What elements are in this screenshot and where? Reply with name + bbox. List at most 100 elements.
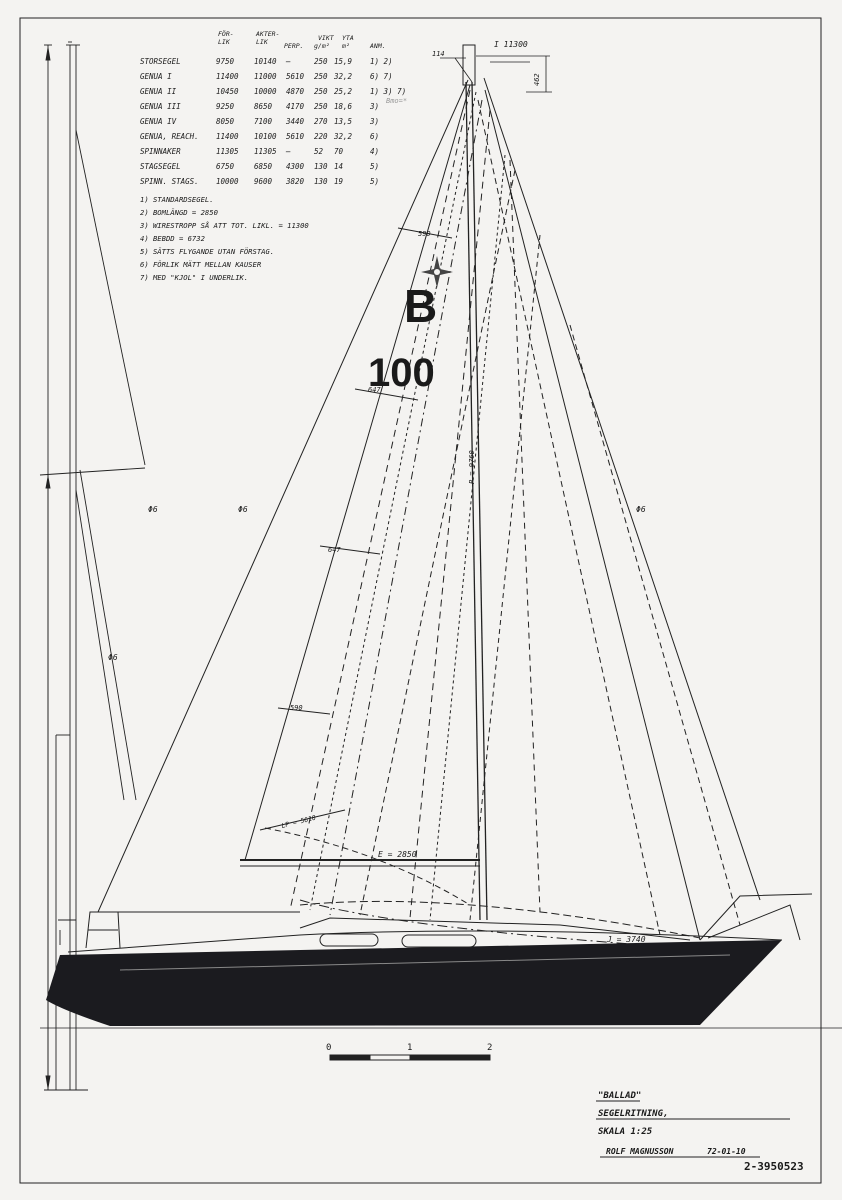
sail-table-cell-forlik: 11305 [216, 147, 239, 156]
wire-label-left-lower: Φ6 [108, 653, 118, 662]
sail-table-cell-anm: 6) [370, 132, 379, 141]
header-vikt-unit: g/m² [314, 42, 330, 50]
sheet-border [19, 17, 822, 1184]
sail-table-cell-vikt: 220 [314, 132, 328, 141]
sail-table-cell-perp: — [285, 147, 291, 156]
sail-table-cell-yta: 32,2 [333, 132, 353, 141]
sail-table-cell-akterlik: 8650 [254, 102, 273, 111]
sail-table-cell-name: STAGSEGEL [140, 162, 181, 171]
header-akterlik: AKTER-LIK [255, 30, 279, 46]
note-item: 6) FÖRLIK MÄTT MELLAN KAUSER [140, 260, 262, 269]
sail-table-cell-vikt: 250 [314, 72, 328, 81]
note-item: 4) BEBDD = 6732 [140, 234, 205, 243]
dim-462: 462 [533, 73, 541, 86]
sail-table-cell-perp: 4870 [286, 87, 305, 96]
title-name: "BALLAD" [598, 1091, 641, 1101]
sail-table-cell-akterlik: 6850 [254, 162, 273, 171]
scale-label-1: 1 [407, 1043, 412, 1053]
dim-i: I 11300 [494, 40, 528, 49]
sail-table-cell-forlik: 10000 [216, 177, 239, 186]
sail-table-cell-anm: 5) [370, 177, 379, 186]
sail-table-cell-vikt: 250 [314, 57, 328, 66]
dim-114: 114 [432, 50, 445, 58]
sail-table-cell-yta: 13,5 [334, 117, 353, 126]
dim-j: J = 3740 [606, 935, 646, 944]
header-yta-unit: m² [341, 42, 350, 50]
sail-table-cell-vikt: 130 [314, 162, 328, 171]
sail-table-cell-forlik: 11400 [216, 132, 239, 141]
header-vikt: VIKT [318, 34, 335, 42]
sail-table-cell-name: GENUA II [140, 87, 177, 96]
sail-table-cell-vikt: 250 [314, 87, 328, 96]
dim-p: P = 9760 [468, 450, 476, 484]
header-yta: YTA [342, 34, 354, 42]
sail-table-cell-name: GENUA, REACH. [140, 132, 199, 141]
sail-table-cell-anm: 5) [370, 162, 379, 171]
sail-table-cell-akterlik: 9600 [254, 177, 273, 186]
sail-table-cell-perp: 4300 [286, 162, 305, 171]
sail-number: 100 [368, 351, 435, 395]
sail-table-cell-akterlik: 11305 [254, 147, 277, 156]
sail-table-cell-perp: 3440 [285, 117, 305, 126]
class-star-icon [421, 256, 453, 288]
batten-590-top: 590 [418, 230, 431, 238]
scale-label-0: 0 [326, 1043, 331, 1053]
sail-table-cell-name: GENUA III [140, 102, 181, 111]
sail-table-cell-yta: 25,2 [334, 87, 353, 96]
dim-e: E = 2850 [378, 850, 417, 859]
header-forlik: FÖR-LIK [218, 29, 234, 46]
note-item: 2) BOMLÄNGD = 2850 [140, 208, 218, 217]
hull [46, 893, 813, 1026]
batten-647-a: 647 [368, 386, 381, 394]
sail-table-cell-anm: 3) [369, 117, 379, 126]
sail-table-cell-forlik: 9250 [216, 102, 235, 111]
title-date: 72-01-10 [707, 1147, 746, 1156]
sail-table-cell-perp: — [285, 57, 291, 66]
portlight-aft [401, 934, 477, 948]
sail-table-cell-akterlik: 10140 [254, 57, 277, 66]
sail-table-cell-anm: 6) 7) [370, 72, 393, 81]
title-scale: SKALA 1:25 [598, 1127, 653, 1137]
scale-label-2: 2 [487, 1043, 492, 1053]
wire-label-mid: Φ6 [238, 505, 248, 514]
sail-table-cell-name: SPINN. STAGS. [140, 177, 199, 186]
pencil-note: Bmo=* [386, 97, 407, 105]
batten-590-bottom: 590 [290, 704, 303, 712]
sail-table-cell-forlik: 6750 [216, 162, 235, 171]
sail-table-cell-vikt: 130 [314, 177, 328, 186]
sail-class-letter: B [404, 280, 437, 332]
title-author: ROLF MAGNUSSON [606, 1147, 674, 1156]
mast-profile-view [39, 41, 842, 1091]
sail-table-cell-akterlik: 11000 [254, 72, 277, 81]
batten-647-b: 647 [328, 546, 341, 554]
sail-table-cell-forlik: 9750 [216, 57, 235, 66]
note-item: 1) STANDARDSEGEL. [140, 195, 214, 204]
wire-label-left-upper: Φ6 [148, 505, 158, 514]
sail-table-cell-forlik: 10450 [216, 87, 239, 96]
sail-table-cell-perp: 4170 [286, 102, 305, 111]
scale-bar [329, 1054, 491, 1061]
sail-table-cell-forlik: 8050 [216, 117, 235, 126]
drawing-number: 2-3950523 [744, 1160, 804, 1173]
header-perp: PERP. [284, 42, 304, 50]
sail-table-cell-name: SPINNAKER [140, 147, 181, 156]
sail-table-cell-anm: 4) [370, 147, 379, 156]
sail-table-cell-vikt: 270 [314, 117, 328, 126]
title-block: "BALLAD" SEGELRITNING, SKALA 1:25 ROLF M… [596, 1091, 804, 1173]
sail-table-cell-name: GENUA IV [140, 117, 177, 126]
sail-table-cell-name: GENUA I [140, 72, 172, 81]
note-item: 5) SÄTTS FLYGANDE UTAN FÖRSTAG. [140, 247, 274, 256]
sail-table: FÖR-LIK AKTER-LIK PERP. VIKT g/m² YTA m²… [140, 29, 407, 186]
sail-table-cell-yta: 18,6 [334, 102, 353, 111]
sail-table-cell-yta: 15,9 [334, 57, 353, 66]
top-dimensions [440, 55, 552, 93]
header-anm: ANM. [369, 42, 386, 50]
sail-table-cell-perp: 3820 [285, 177, 305, 186]
sail-table-cell-yta: 19 [334, 177, 344, 186]
sail-table-cell-yta: 32,2 [333, 72, 353, 81]
sail-table-cell-akterlik: 10100 [254, 132, 277, 141]
portlight-fwd [319, 933, 379, 947]
sail-table-cell-akterlik: 10000 [254, 87, 277, 96]
sail-table-cell-vikt: 250 [314, 102, 328, 111]
